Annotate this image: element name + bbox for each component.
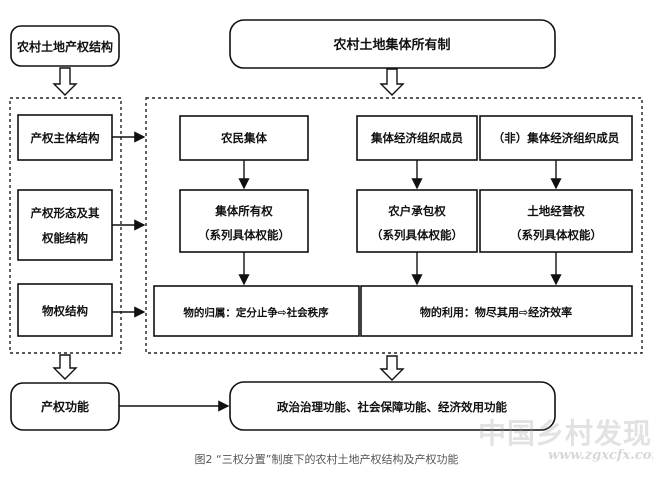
form-structure-text-line1: 产权形态及其	[31, 206, 100, 220]
property-structure-box	[17, 283, 113, 337]
form-structure-box	[17, 189, 113, 261]
management-right-box	[479, 189, 633, 253]
ownership-title-text: 农村土地集体所有制	[332, 37, 450, 53]
attribution-text: 物的归属：定分止争⇨社会秩序	[183, 306, 329, 319]
contract-right-box	[356, 189, 478, 253]
subject-structure-text: 产权主体结构	[31, 131, 100, 145]
utilization-text: 物的利用：物尽其用⇨经济效率	[420, 305, 572, 319]
function-title-text: 产权功能	[41, 399, 89, 414]
non-members-box	[479, 115, 633, 161]
structure-title-box	[10, 25, 120, 67]
down-arrow-top-right	[379, 68, 405, 96]
property-structure-text: 物权结构	[42, 304, 88, 318]
figure-caption: 图2 “三权分置”制度下的农村土地产权结构及产权功能	[194, 453, 459, 466]
functions-box	[229, 381, 556, 431]
right-dashed-group	[145, 97, 643, 354]
utilization-box	[360, 285, 633, 337]
management-right-text-line1: 土地经营权	[527, 204, 585, 218]
collective-members-box	[356, 115, 478, 161]
watermark-logo: 中国乡村发现网	[478, 417, 653, 450]
ownership-title-box	[229, 19, 556, 69]
collective-ownership-text-line1: 集体所有权	[214, 204, 273, 218]
functions-text: 政治治理功能、社会保障功能、经济效用功能	[277, 400, 507, 414]
attribution-box	[153, 285, 360, 337]
contract-right-text-line1: 农户承包权	[387, 204, 446, 218]
down-arrow-bottom-right	[379, 355, 405, 381]
form-structure-text-line2: 权能结构	[41, 231, 88, 245]
non-members-text: （非）集体经济组织成员	[493, 131, 620, 145]
structure-title-text: 农村土地产权结构	[16, 39, 113, 54]
management-right-text-line2: （系列具体权能）	[510, 228, 602, 242]
collective-members-text: 集体经济组织成员	[370, 131, 463, 145]
farmer-collective-text: 农民集体	[220, 131, 267, 145]
farmer-collective-box	[179, 115, 309, 161]
left-dashed-group	[9, 97, 122, 354]
down-arrow-bottom-left	[52, 354, 78, 380]
collective-ownership-text-line2: （系列具体权能）	[198, 228, 290, 242]
collective-ownership-box	[179, 189, 309, 253]
watermark-url: www.zgxcfx.com	[548, 448, 653, 463]
down-arrow-top-left	[52, 67, 78, 96]
contract-right-text-line2: （系列具体权能）	[371, 228, 463, 242]
